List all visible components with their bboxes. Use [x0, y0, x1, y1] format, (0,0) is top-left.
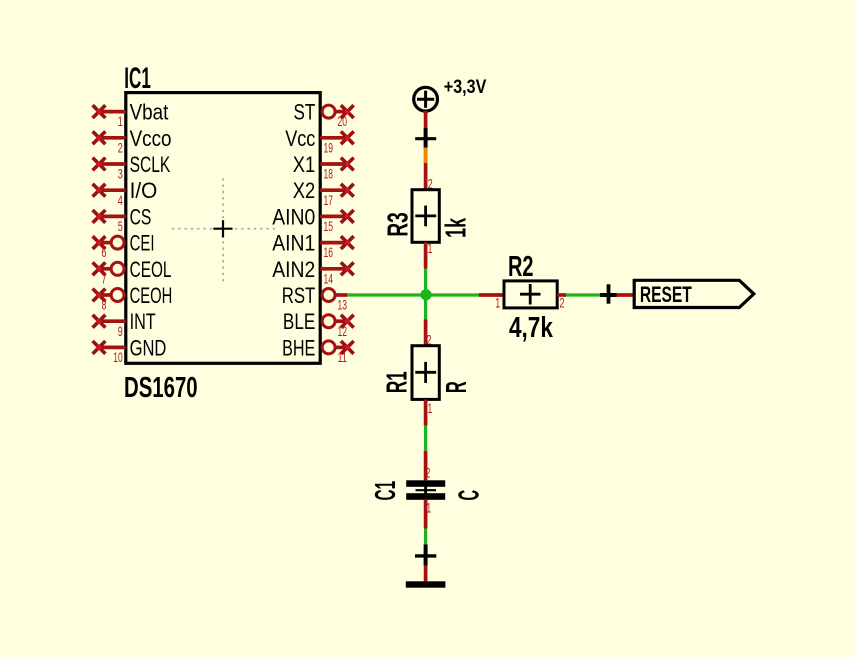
svg-text:C1: C1	[370, 481, 402, 501]
svg-text:CEOL: CEOL	[130, 257, 172, 282]
svg-text:17: 17	[324, 193, 334, 208]
svg-text:2: 2	[428, 177, 433, 192]
svg-text:14: 14	[324, 271, 334, 286]
svg-text:5: 5	[118, 219, 123, 234]
svg-text:AIN0: AIN0	[272, 204, 315, 229]
svg-text:R2: R2	[508, 251, 534, 283]
svg-text:DS1670: DS1670	[124, 372, 198, 404]
svg-text:1k: 1k	[440, 217, 472, 238]
svg-text:AIN2: AIN2	[272, 257, 315, 282]
svg-text:X2: X2	[293, 178, 316, 203]
svg-text:3: 3	[118, 167, 123, 182]
svg-text:20: 20	[338, 114, 348, 129]
svg-text:Vbat: Vbat	[130, 100, 169, 125]
svg-text:6: 6	[102, 245, 107, 260]
svg-text:I/O: I/O	[130, 178, 158, 203]
svg-text:R: R	[441, 381, 473, 393]
svg-text:4,7k: 4,7k	[509, 312, 554, 344]
svg-text:ST: ST	[294, 100, 316, 125]
svg-text:IC1: IC1	[124, 62, 151, 95]
svg-text:16: 16	[324, 245, 334, 260]
svg-text:1: 1	[495, 296, 500, 311]
svg-text:CEI: CEI	[130, 231, 155, 256]
svg-text:11: 11	[338, 350, 348, 365]
svg-text:1: 1	[428, 241, 433, 256]
svg-text:R3: R3	[382, 212, 414, 236]
svg-text:R1: R1	[382, 371, 414, 393]
svg-text:CEOH: CEOH	[130, 283, 173, 308]
svg-text:9: 9	[118, 324, 123, 339]
svg-text:CS: CS	[130, 204, 152, 229]
svg-text:2: 2	[560, 296, 565, 311]
svg-text:18: 18	[324, 167, 334, 182]
svg-text:+3,3V: +3,3V	[444, 76, 487, 98]
svg-text:19: 19	[324, 140, 334, 155]
svg-text:SCLK: SCLK	[130, 152, 171, 177]
svg-text:AIN1: AIN1	[272, 231, 315, 256]
svg-text:GND: GND	[130, 335, 167, 360]
svg-text:RESET: RESET	[640, 282, 692, 307]
svg-text:BHE: BHE	[282, 335, 315, 360]
svg-text:RST: RST	[282, 283, 316, 308]
svg-text:7: 7	[102, 271, 107, 286]
svg-text:12: 12	[338, 324, 348, 339]
svg-text:2: 2	[118, 140, 123, 155]
svg-text:INT: INT	[130, 309, 156, 334]
svg-text:2: 2	[427, 333, 432, 348]
svg-text:15: 15	[324, 219, 334, 234]
svg-text:13: 13	[338, 298, 348, 313]
svg-text:2: 2	[425, 466, 430, 481]
svg-text:BLE: BLE	[283, 309, 315, 334]
svg-text:10: 10	[113, 350, 123, 365]
svg-text:Vcc: Vcc	[285, 126, 315, 151]
svg-text:Vcco: Vcco	[130, 126, 172, 151]
svg-text:1: 1	[118, 114, 123, 129]
svg-text:1: 1	[426, 501, 431, 516]
svg-text:C: C	[454, 490, 486, 501]
svg-text:X1: X1	[293, 152, 316, 177]
svg-text:8: 8	[102, 298, 107, 313]
svg-text:4: 4	[118, 193, 123, 208]
svg-text:1: 1	[427, 401, 432, 416]
